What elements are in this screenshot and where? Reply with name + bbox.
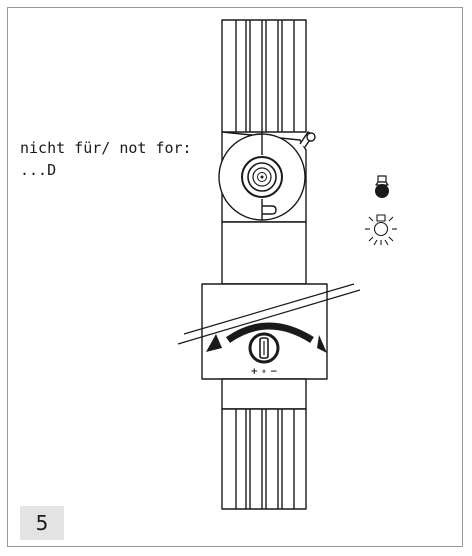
figure-frame xyxy=(7,7,463,547)
exclusion-note-line-1: nicht für/ not for: xyxy=(20,139,192,157)
sensor-lens xyxy=(241,156,283,198)
rotate-arrow-icon xyxy=(206,322,327,353)
lower-rail xyxy=(221,378,307,510)
figure-number-badge: 5 xyxy=(20,506,64,540)
figure-number: 5 xyxy=(35,511,49,535)
upper-rail xyxy=(221,19,307,133)
bulb-on-icon xyxy=(365,214,397,246)
bulb-off-icon xyxy=(375,175,389,198)
adjustment-knob xyxy=(248,332,280,364)
sensor-housing xyxy=(218,131,316,223)
exclusion-note-line-2: ...D xyxy=(20,161,57,179)
adjustment-box xyxy=(177,283,361,380)
housing-band xyxy=(221,221,307,285)
exclusion-note: nicht für/ not for: ...D xyxy=(20,137,192,181)
adjust-label: + ∘ − xyxy=(251,367,278,377)
